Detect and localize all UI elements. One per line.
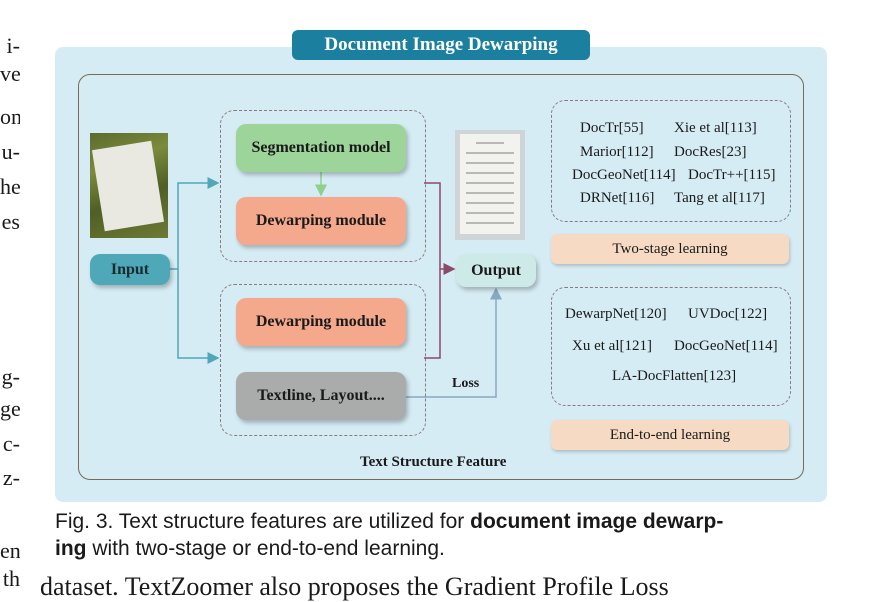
- text-fragment: ve: [0, 61, 20, 86]
- output-node: Output: [456, 254, 536, 287]
- output-document-photo: [455, 130, 525, 240]
- text-fragment: c-: [2, 431, 20, 456]
- reference-entry: DocGeoNet[114]: [572, 167, 676, 183]
- dewarping-module-node-2: Dewarping module: [236, 298, 406, 346]
- input-node: Input: [90, 254, 170, 285]
- dewarping-module-node-1: Dewarping module: [236, 197, 406, 245]
- two-stage-learning-label: Two-stage learning: [551, 234, 789, 264]
- caption-bold-2: ing: [55, 537, 87, 560]
- reference-entry: DocTr++[115]: [688, 167, 776, 183]
- reference-entry: Xie et al[113]: [674, 120, 757, 136]
- text-fragment: g-: [1, 364, 20, 389]
- reference-entry: Tang et al[117]: [674, 190, 765, 206]
- caption-prefix: Fig. 3. Text structure features are util…: [55, 510, 471, 533]
- text-fragment: ge: [0, 396, 20, 421]
- caption-bold-1: document image dewarp-: [470, 510, 724, 533]
- text-fragment: he: [0, 174, 20, 199]
- reference-entry: DocTr[55]: [580, 120, 644, 136]
- reference-entry: DewarpNet[120]: [565, 306, 667, 322]
- figure-frame: [78, 74, 804, 480]
- two-stage-branch-box: [220, 110, 426, 262]
- two-stage-refs-box: [551, 100, 791, 222]
- text-structure-feature-label: Text Structure Feature: [360, 454, 507, 470]
- text-fragment: on: [0, 104, 20, 129]
- segmentation-model-node: Segmentation model: [236, 124, 406, 172]
- reference-entry: UVDoc[122]: [688, 306, 768, 322]
- warped-document-sheet: [91, 140, 165, 232]
- end-to-end-learning-label: End-to-end learning: [551, 420, 789, 450]
- reference-entry: DRNet[116]: [580, 190, 655, 206]
- textline-layout-node: Textline, Layout....: [236, 372, 406, 420]
- reference-entry: DocRes[23]: [674, 144, 747, 160]
- input-document-photo: [90, 133, 168, 238]
- reference-entry: Marior[112]: [580, 144, 654, 160]
- text-fragment: th: [2, 566, 20, 591]
- loss-label: Loss: [452, 376, 480, 391]
- end-to-end-branch-box: [220, 284, 426, 436]
- end-to-end-refs-box: [551, 287, 791, 406]
- reference-entry: LA-DocFlatten[123]: [612, 368, 737, 384]
- flattened-document-sheet: [460, 134, 520, 234]
- caption-suffix: with two-stage or end-to-end learning.: [86, 537, 445, 560]
- reference-entry: Xu et al[121]: [572, 338, 652, 354]
- reference-entry: DocGeoNet[114]: [674, 338, 778, 354]
- text-fragment: z-: [2, 465, 20, 490]
- text-fragment: en: [0, 538, 20, 563]
- figure-title: Document Image Dewarping: [292, 30, 590, 60]
- text-fragment: i-: [6, 33, 20, 58]
- text-fragment: es: [1, 209, 20, 234]
- text-fragment: u-: [1, 139, 20, 164]
- figure-caption: Fig. 3. Text structure features are util…: [55, 508, 825, 562]
- body-text-fragment: dataset. TextZoomer also proposes the Gr…: [40, 572, 669, 601]
